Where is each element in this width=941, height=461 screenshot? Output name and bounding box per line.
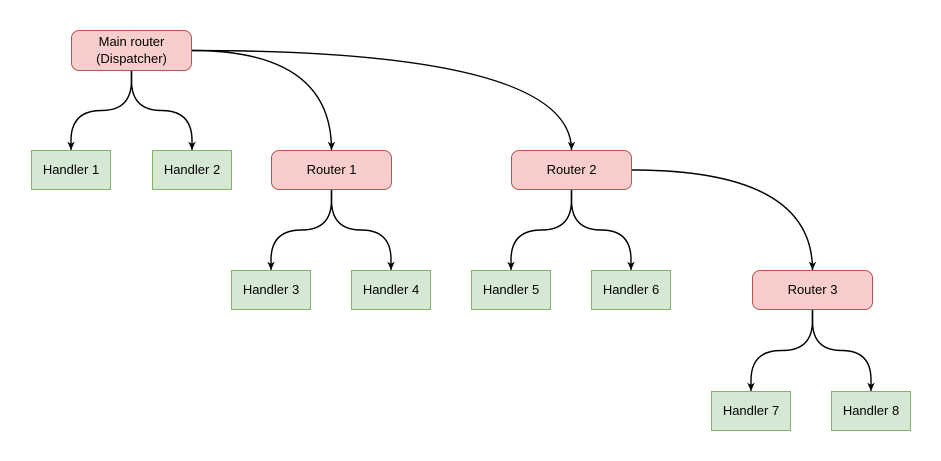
- edge-router1-handler3: [267, 190, 333, 270]
- edge-main-handler1: [67, 71, 133, 150]
- edge-main-handler2: [130, 71, 196, 150]
- node-handler2: Handler 2: [152, 150, 232, 190]
- edge-router3-handler8: [811, 310, 875, 391]
- edge-main-router2: [191, 49, 576, 151]
- node-label-handler5: Handler 5: [482, 281, 540, 297]
- node-label-handler8: Handler 8: [842, 402, 900, 418]
- node-router3: Router 3: [752, 270, 873, 310]
- node-handler4: Handler 4: [351, 270, 431, 310]
- node-label-handler4: Handler 4: [362, 281, 420, 297]
- node-label-handler6: Handler 6: [602, 281, 660, 297]
- node-handler8: Handler 8: [831, 391, 911, 431]
- edge-router2-handler5: [507, 190, 573, 270]
- node-handler6: Handler 6: [591, 270, 671, 310]
- node-main: Main router (Dispatcher): [71, 30, 192, 71]
- node-label-main: Main router (Dispatcher): [96, 33, 167, 66]
- node-handler1: Handler 1: [31, 150, 111, 190]
- edge-router2-router3: [631, 169, 817, 271]
- node-label-router3: Router 3: [787, 281, 838, 297]
- edge-main-router1: [191, 49, 336, 151]
- node-label-handler2: Handler 2: [163, 161, 221, 177]
- node-handler5: Handler 5: [471, 270, 551, 310]
- node-label-router2: Router 2: [546, 161, 597, 177]
- node-label-handler3: Handler 3: [242, 281, 300, 297]
- node-router1: Router 1: [271, 150, 392, 190]
- edge-router1-handler4: [330, 190, 395, 270]
- node-label-handler7: Handler 7: [722, 402, 780, 418]
- node-handler3: Handler 3: [231, 270, 311, 310]
- node-handler7: Handler 7: [711, 391, 791, 431]
- node-label-router1: Router 1: [306, 161, 357, 177]
- node-label-handler1: Handler 1: [42, 161, 100, 177]
- edge-router3-handler7: [747, 310, 814, 391]
- node-router2: Router 2: [511, 150, 632, 190]
- edge-router2-handler6: [570, 190, 635, 270]
